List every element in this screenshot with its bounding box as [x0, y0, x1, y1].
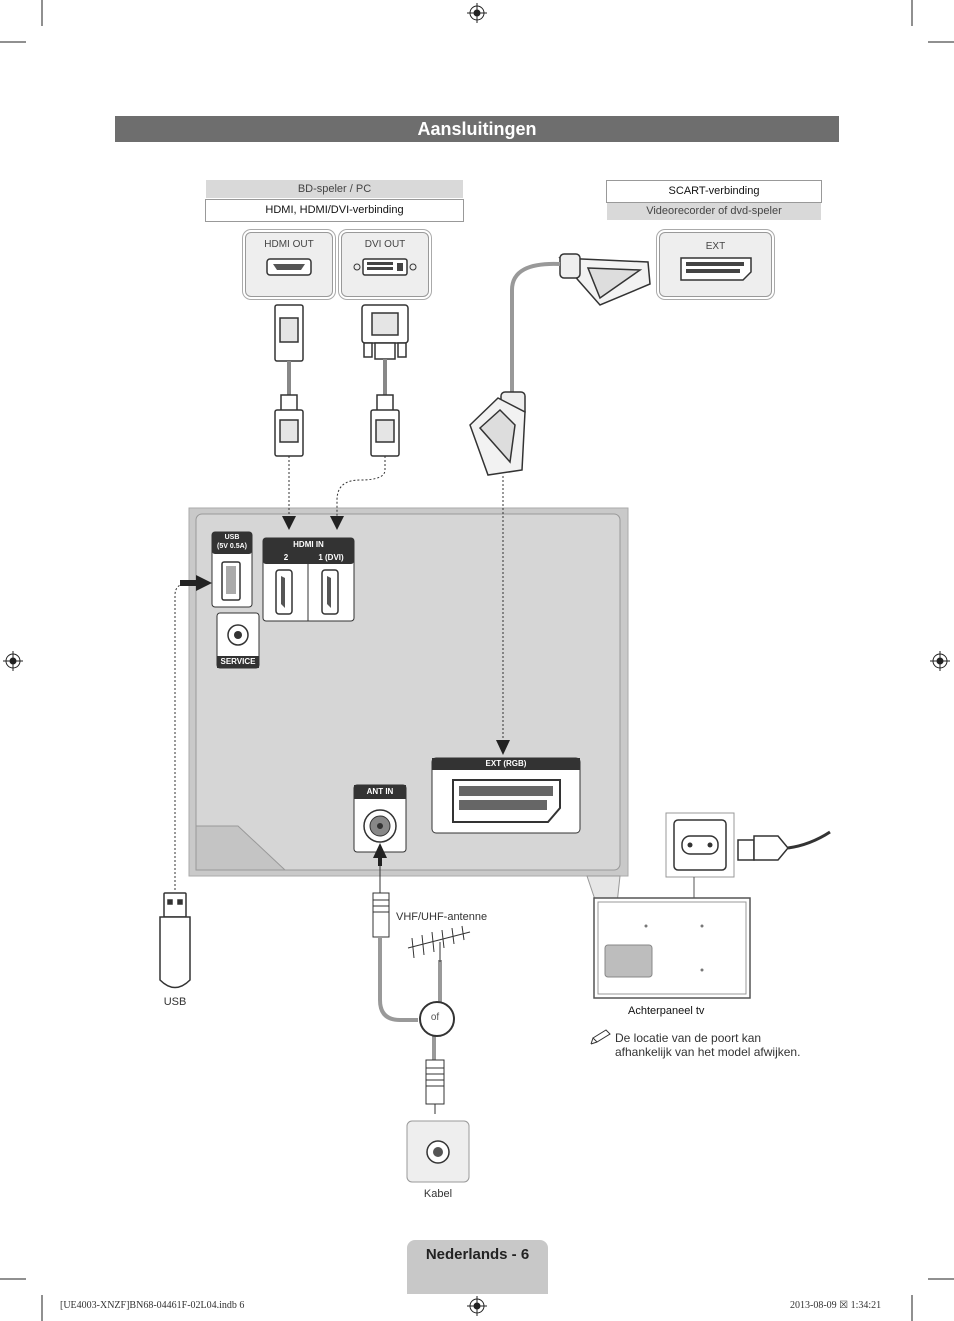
ext-rgb-port-icon	[431, 757, 581, 834]
scart-connection-label: SCART-verbinding	[606, 180, 822, 203]
power-plug-icon	[737, 830, 831, 861]
cable-socket-icon	[406, 1120, 470, 1183]
registration-mark-right	[930, 651, 950, 671]
service-port-icon	[216, 612, 260, 669]
bd-device-label: BD-speler / PC	[206, 180, 463, 198]
bd-connection-label: HDMI, HDMI/DVI-verbinding	[205, 199, 464, 222]
hdmi-2-label: 2	[283, 553, 289, 562]
service-label: SERVICE	[220, 657, 256, 666]
scart-device-label: Videorecorder of dvd-speler	[607, 203, 821, 220]
scart-cable-icon	[469, 253, 651, 476]
hdmi-port-icon	[266, 258, 312, 276]
ant-in-label: ANT IN	[366, 787, 394, 796]
hdmi-out-port-card: HDMI OUT	[245, 232, 333, 297]
scart-port-icon	[679, 257, 752, 281]
power-socket-icon	[665, 812, 735, 878]
coax-connector-icon	[372, 866, 390, 938]
cable-plug-icon	[425, 1059, 445, 1114]
usb-label: USB	[163, 996, 187, 1008]
hdmi-cable-icon	[274, 304, 304, 457]
note-text: De locatie van de poort kan afhankelijk …	[615, 1031, 801, 1059]
dvi-port-icon	[353, 258, 417, 276]
print-info-left: [UE4003-XNZF]BN68-04461F-02L04.indb 6	[60, 1300, 245, 1311]
or-circle	[419, 1001, 455, 1037]
dvi-out-label: DVI OUT	[364, 239, 406, 250]
usb-port-label: USB (5V 0.5A)	[217, 534, 247, 550]
cable-label: Kabel	[423, 1188, 453, 1200]
hdmi-in-label: HDMI IN	[293, 540, 324, 549]
page-title: Aansluitingen	[115, 116, 839, 142]
usb-stick-icon	[159, 892, 191, 989]
registration-mark-bottom	[467, 1296, 487, 1316]
antenna-label: VHF/UHF-antenne	[396, 911, 488, 923]
dvi-cable-icon	[361, 304, 409, 457]
ext-label: EXT	[705, 241, 726, 252]
or-label: of	[430, 1012, 440, 1023]
note-pencil-icon	[590, 1029, 611, 1045]
ant-in-port-icon	[353, 784, 407, 853]
registration-mark-left	[3, 651, 23, 671]
registration-mark-top	[467, 3, 487, 23]
hdmi-out-label: HDMI OUT	[264, 239, 314, 250]
hdmi-in-port-icon	[262, 537, 355, 622]
print-info-right: 2013-08-09 ☒ 1:34:21	[790, 1300, 882, 1311]
hdmi-1-label: 1 (DVI)	[318, 553, 344, 562]
dvi-out-port-card: DVI OUT	[341, 232, 429, 297]
antenna-icon	[407, 925, 471, 962]
page-footer: Nederlands - 6	[407, 1240, 548, 1294]
ext-port-card: EXT	[659, 232, 772, 297]
usb-port-icon	[211, 531, 253, 608]
ext-rgb-label: EXT (RGB)	[485, 759, 527, 768]
back-panel-label: Achterpaneel tv	[628, 1005, 705, 1017]
